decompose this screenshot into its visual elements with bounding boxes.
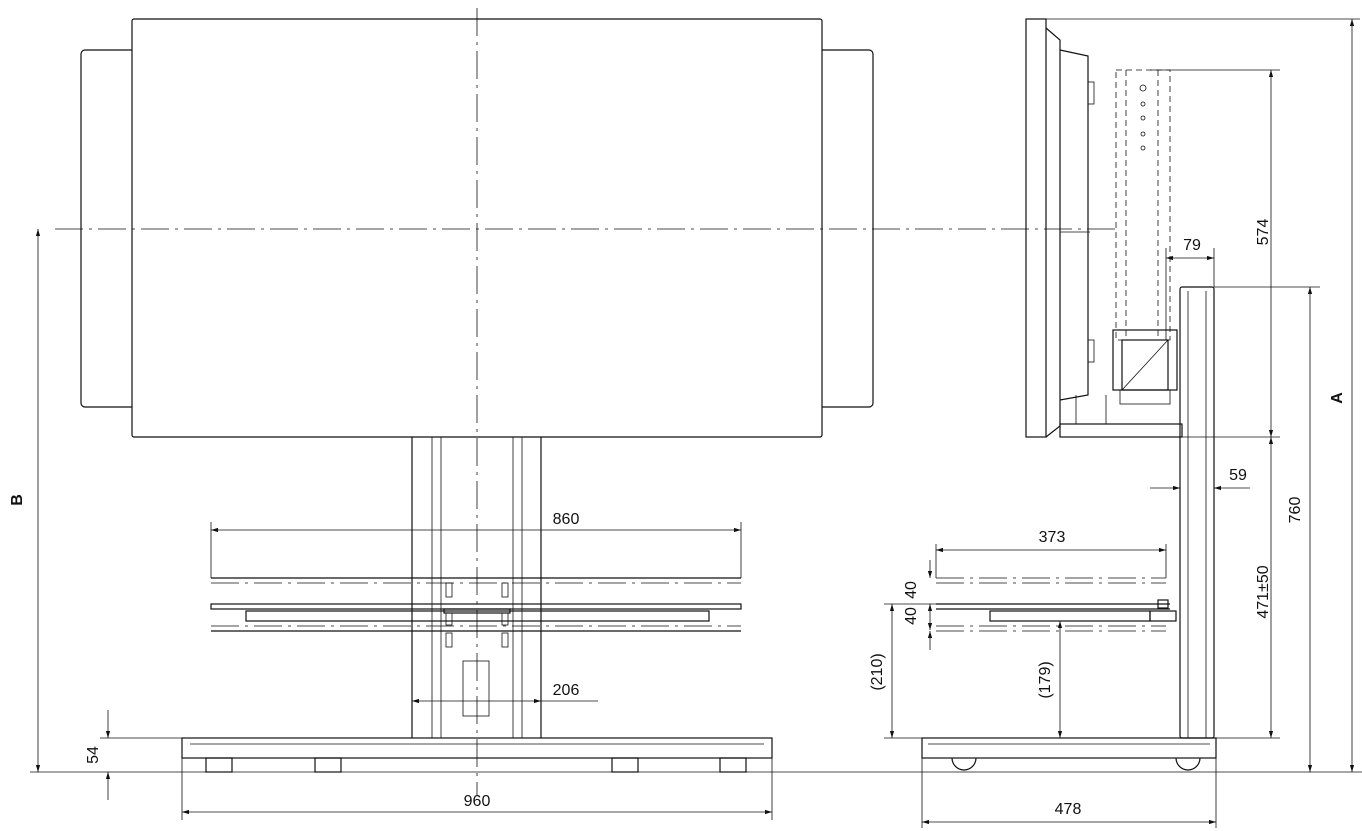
front-shelves bbox=[210, 577, 742, 648]
side-display bbox=[1025, 18, 1183, 438]
side-view bbox=[921, 18, 1217, 771]
label-79: 79 bbox=[1183, 237, 1201, 254]
front-column bbox=[411, 437, 542, 738]
label-860: 860 bbox=[553, 511, 580, 528]
label-373: 373 bbox=[1039, 529, 1066, 546]
label-960: 960 bbox=[464, 793, 491, 810]
label-210: (210) bbox=[869, 653, 886, 690]
label-40-lower: 40 bbox=[903, 607, 920, 625]
dimension-lines bbox=[35, 18, 1360, 828]
label-40-upper: 40 bbox=[903, 581, 920, 599]
front-base bbox=[181, 737, 773, 773]
label-760: 760 bbox=[1287, 497, 1304, 524]
dimension-labels: B 54 960 860 206 574 79 A 760 471±50 59 … bbox=[9, 219, 1346, 818]
label-59: 59 bbox=[1229, 467, 1247, 484]
label-471: 471±50 bbox=[1255, 565, 1272, 618]
label-A: A bbox=[1329, 392, 1346, 404]
front-view bbox=[30, 8, 1362, 795]
label-574: 574 bbox=[1255, 219, 1272, 246]
label-478: 478 bbox=[1055, 801, 1082, 818]
label-206: 206 bbox=[553, 682, 580, 699]
label-179: (179) bbox=[1037, 661, 1054, 698]
side-base bbox=[921, 737, 1217, 771]
side-shelves bbox=[936, 577, 1177, 632]
label-54: 54 bbox=[85, 746, 102, 764]
label-B: B bbox=[9, 494, 26, 506]
side-post bbox=[1179, 286, 1215, 739]
